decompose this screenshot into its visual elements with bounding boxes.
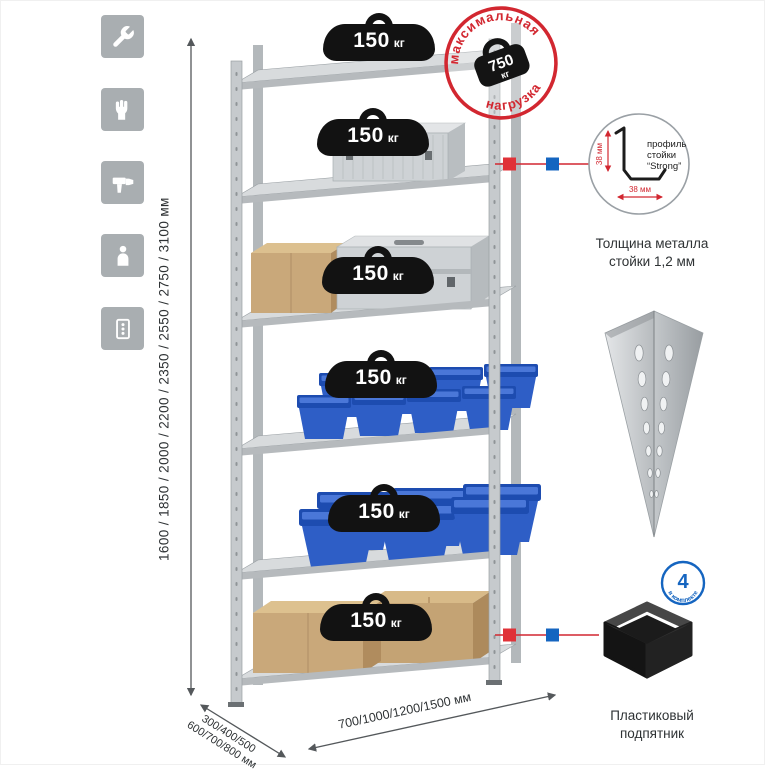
dimension-lines <box>186 37 557 758</box>
profile-caption-line2: стойки 1,2 мм <box>608 254 696 270</box>
shelf-load-unit: кг <box>395 373 407 387</box>
max-load-weight-body <box>474 44 530 87</box>
profile-dim-horizontal: 38 мм <box>629 185 651 194</box>
height-dimension-label: 1600 / 1850 / 2000 / 2200 / 2350 / 2550 … <box>156 197 172 561</box>
shelf-load-value: 150 <box>350 609 387 632</box>
foot-caption-line1: Пластиковый <box>610 708 694 723</box>
person-icon <box>101 234 144 277</box>
plastic-foot <box>603 601 693 679</box>
profile-label-3: “Strong” <box>647 161 681 172</box>
shelf-load-unit: кг <box>393 36 405 50</box>
weight-handle-icon <box>482 38 511 57</box>
shelf-load-unit: кг <box>392 269 404 283</box>
weight-handle-icon <box>359 108 387 123</box>
fasteners-icon <box>101 307 144 350</box>
shelf-load-unit: кг <box>387 131 399 145</box>
shelf-6 <box>235 591 517 686</box>
shelf-4 <box>235 364 538 456</box>
shelf-load-value: 150 <box>355 366 392 389</box>
gloves-icon <box>101 88 144 131</box>
wrench-icon <box>101 15 144 58</box>
profile-drawing <box>614 126 667 181</box>
weight-handle-icon <box>362 593 390 608</box>
weight-handle-icon <box>370 484 398 499</box>
weight-handle-icon <box>367 350 395 365</box>
included-count: 4 <box>677 571 689 593</box>
corner-post-detail <box>599 301 709 546</box>
profile-caption: Толщина металла стойки 1,2 мм <box>569 235 735 271</box>
post-perforations <box>634 344 674 498</box>
shelf-load-value: 150 <box>352 262 389 285</box>
max-load-unit: кг <box>500 68 511 80</box>
drill-icon <box>101 161 144 204</box>
shelf-5 <box>235 484 541 580</box>
shelf-load-value: 150 <box>353 29 390 52</box>
cardboard-box <box>251 243 347 313</box>
profile-dim-vertical: 38 мм <box>595 143 604 165</box>
shelf-load-unit: кг <box>398 507 410 521</box>
weight-handle-icon <box>365 13 393 28</box>
foot-caption-line2: подпятник <box>619 726 685 742</box>
foot-connector <box>495 628 599 642</box>
foot-caption: Пластиковый подпятник <box>569 707 735 743</box>
rack-back-posts <box>253 23 521 685</box>
profile-caption-line1: Толщина металла <box>595 236 709 251</box>
plastic-foot-detail: 4 в комплекте <box>593 557 713 690</box>
shelf-load-unit: кг <box>390 616 402 630</box>
profile-label-2: стойки <box>647 150 676 161</box>
profile-callout: 38 мм 38 мм профиль стойки “Strong” <box>586 111 692 222</box>
profile-connector <box>495 157 589 171</box>
shelf-load-value: 150 <box>347 124 384 147</box>
included-count-badge: 4 в комплекте <box>660 560 706 606</box>
shelf-3 <box>235 235 517 328</box>
shelf-load-value: 150 <box>358 500 395 523</box>
profile-label-1: профиль <box>647 139 686 150</box>
weight-handle-icon <box>364 246 392 261</box>
